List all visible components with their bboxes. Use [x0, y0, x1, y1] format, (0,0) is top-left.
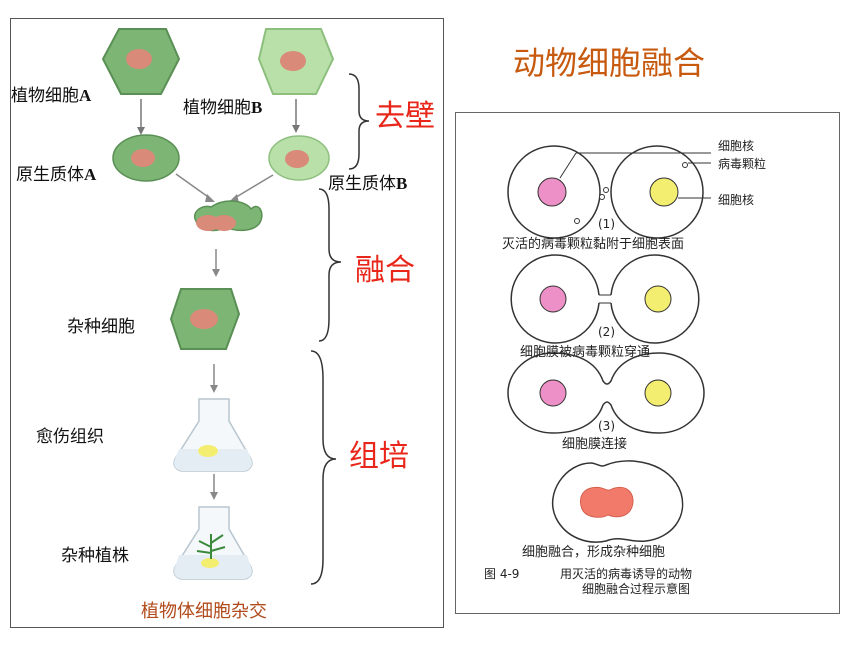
- stage-fusion: 融合: [355, 253, 415, 288]
- panel-caption: 植物体细胞杂交: [141, 601, 267, 622]
- protoplast-a: [112, 134, 180, 182]
- hybrid-plant-flask: [173, 506, 253, 580]
- stage-remove-wall: 去壁: [375, 99, 435, 134]
- label-plant-cell-a: 植物细胞A: [11, 86, 92, 106]
- plant-cell-b: [257, 28, 335, 95]
- label-callus: 愈伤组织: [36, 427, 104, 447]
- label-nucleus-right: 细胞核: [718, 193, 755, 207]
- step1-cells: [507, 145, 711, 239]
- step3-caption: 细胞膜连接: [562, 437, 628, 452]
- step4-caption: 细胞融合，形成杂种细胞: [522, 545, 666, 560]
- page-title: 动物细胞融合: [513, 44, 706, 82]
- animal-fusion-diagram: [507, 145, 711, 543]
- label-protoplast-b: 原生质体B: [328, 174, 408, 194]
- plant-cell-a: [101, 28, 181, 95]
- callus-flask: [173, 398, 253, 472]
- step2-cells: [510, 254, 700, 344]
- label-virus-particle: 病毒颗粒: [718, 157, 767, 171]
- figure-number: 图 4-9: [484, 567, 520, 581]
- protoplast-b: [268, 135, 330, 181]
- label-protoplast-a: 原生质体A: [16, 165, 97, 185]
- step1-number: (1): [598, 217, 615, 231]
- label-hybrid-plant: 杂种植株: [61, 546, 129, 566]
- step1-caption: 灭活的病毒颗粒黏附于细胞表面: [502, 237, 685, 252]
- fusing-cell: [194, 200, 263, 232]
- stage-tissue-culture: 组培: [349, 439, 409, 474]
- hybrid-cell: [169, 288, 241, 350]
- plant-hybridization-panel: 植物细胞A 植物细胞B 原生质体A 原生质体B 杂种细胞 愈伤组织 杂种植株 去…: [10, 18, 444, 628]
- step3-number: (3): [598, 419, 615, 433]
- step4-fused-cell: [551, 460, 684, 543]
- step3-cells: [507, 352, 705, 434]
- label-plant-cell-b: 植物细胞B: [183, 98, 263, 118]
- label-hybrid-cell: 杂种细胞: [67, 317, 135, 337]
- figure-title-line2: 细胞融合过程示意图: [582, 582, 691, 596]
- step2-number: (2): [598, 325, 615, 339]
- label-nucleus-top: 细胞核: [718, 139, 755, 153]
- plant-hybridization-diagram: [101, 28, 370, 585]
- animal-fusion-panel: 细胞核 病毒颗粒 细胞核 (1) 灭活的病毒颗粒黏附于细胞表面 (2) 细胞膜被…: [455, 112, 840, 614]
- step2-caption: 细胞膜被病毒颗粒穿通: [520, 345, 651, 360]
- figure-title-line1: 用灭活的病毒诱导的动物: [560, 567, 693, 581]
